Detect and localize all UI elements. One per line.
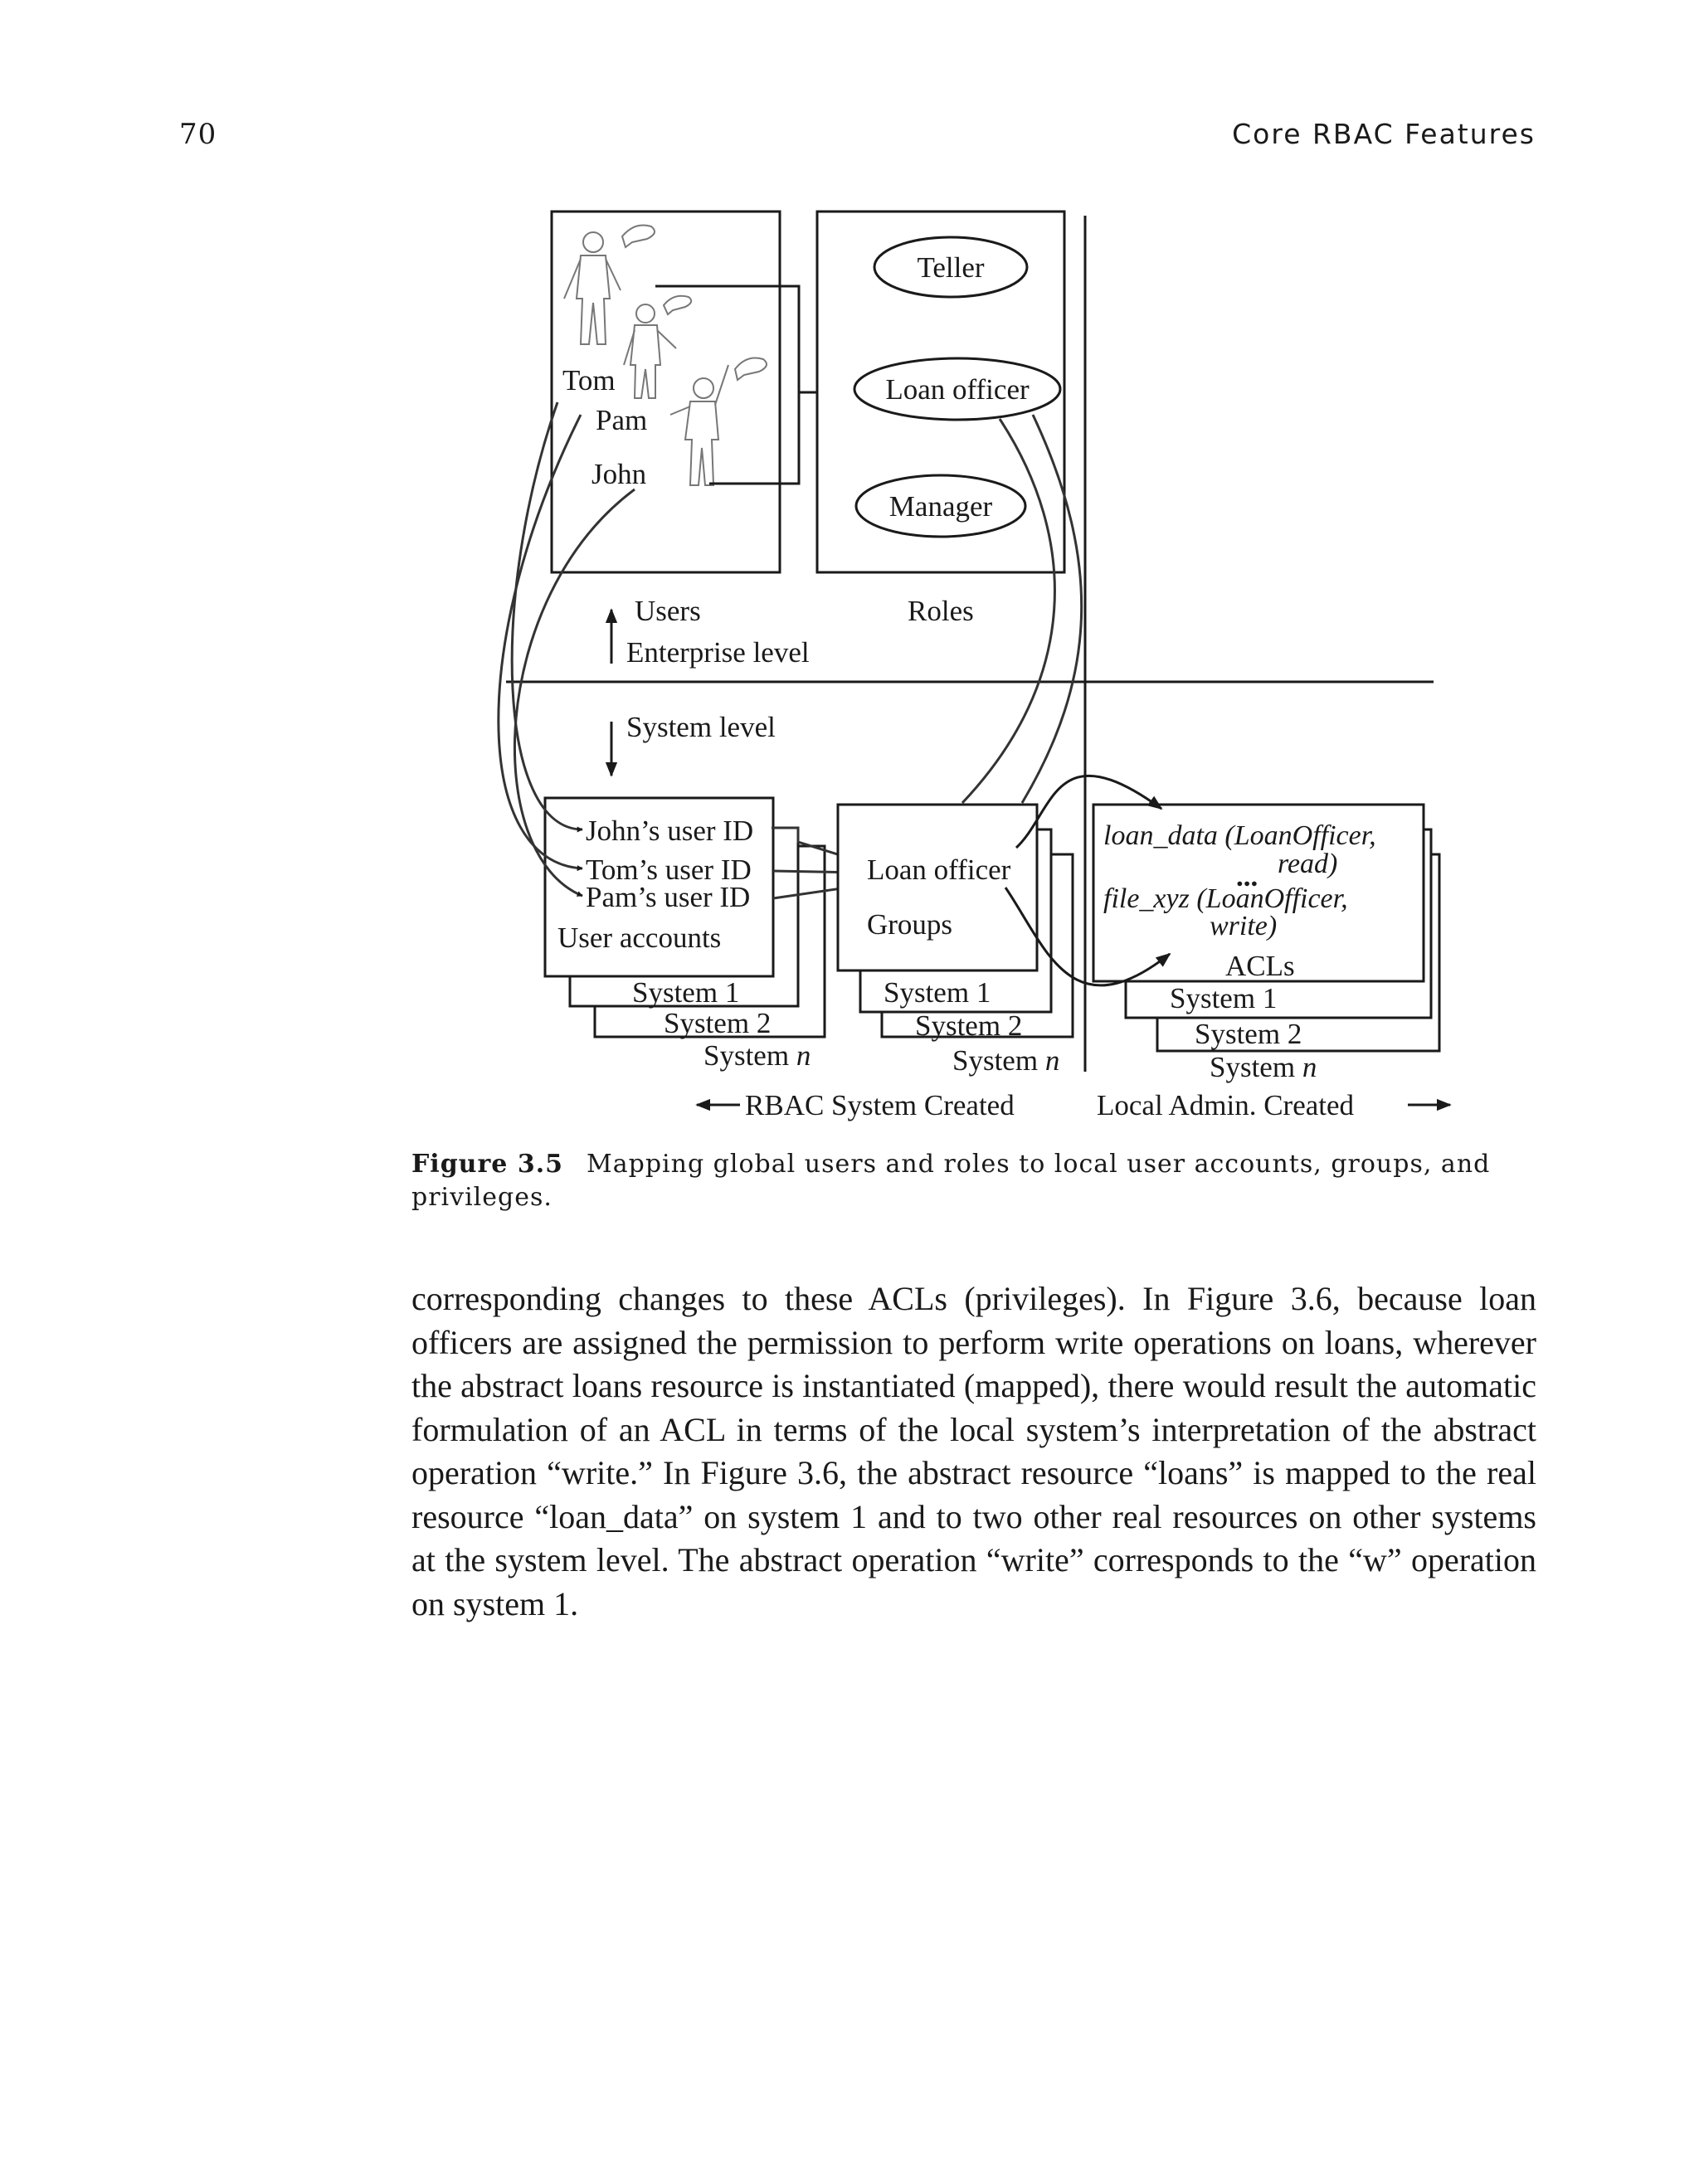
role-loan-officer-label: Loan officer bbox=[885, 373, 1030, 406]
role-teller-label: Teller bbox=[917, 251, 984, 284]
groups-system-n-label: System n bbox=[952, 1044, 1059, 1077]
user-accounts-system-n-label: System n bbox=[703, 1039, 811, 1072]
roles-label: Roles bbox=[908, 595, 974, 627]
role-teller bbox=[873, 236, 1029, 299]
user-to-role-bracket bbox=[655, 285, 801, 485]
user-name-tom: Tom bbox=[562, 364, 616, 396]
acl-line-4: write) bbox=[1210, 911, 1277, 941]
role-manager-label: Manager bbox=[889, 490, 993, 523]
user-name-john: John bbox=[591, 458, 646, 490]
users-label: Users bbox=[635, 595, 701, 627]
user-to-account-curves bbox=[497, 401, 635, 897]
group-loan-officer-label: Loan officer bbox=[867, 854, 1011, 886]
acls-label: ACLs bbox=[1225, 950, 1295, 982]
groups-system-1-label: System 1 bbox=[884, 976, 991, 1009]
user-id-pam: Pam’s user ID bbox=[586, 881, 750, 913]
acl-line-2: read) bbox=[1278, 849, 1337, 879]
acls-system-2-label: System 2 bbox=[1195, 1018, 1302, 1050]
system-level-label: System level bbox=[626, 711, 776, 743]
user-accounts-label: User accounts bbox=[557, 922, 721, 954]
user-id-tom: Tom’s user ID bbox=[586, 854, 752, 886]
acls-system-1-label: System 1 bbox=[1170, 982, 1277, 1014]
figure-3-5-diagram: Tom Pam John Teller Loan officer Manager… bbox=[497, 210, 1452, 1121]
user-accounts-system-2-label: System 2 bbox=[664, 1007, 771, 1039]
group-to-acl-curves bbox=[1004, 775, 1171, 987]
role-to-group-curves bbox=[961, 414, 1083, 805]
groups-label: Groups bbox=[867, 908, 952, 941]
role-manager bbox=[854, 474, 1027, 538]
acls-box bbox=[1092, 803, 1425, 983]
acl-ellipsis: ... bbox=[1236, 860, 1258, 893]
acl-line-1: loan_data (LoanOfficer, bbox=[1103, 820, 1376, 851]
users-box bbox=[550, 210, 781, 574]
caption-label: Figure 3.5 bbox=[411, 1150, 564, 1179]
rbac-created-label: RBAC System Created bbox=[745, 1089, 1015, 1121]
acl-line-3: file_xyz (LoanOfficer, bbox=[1103, 883, 1348, 914]
user-accounts-box bbox=[543, 796, 775, 978]
groups-system-2-label: System 2 bbox=[915, 1009, 1022, 1042]
acls-system-n-label: System n bbox=[1210, 1051, 1317, 1083]
caption-text: Mapping global users and roles to local … bbox=[411, 1150, 1491, 1212]
user-id-john: John’s user ID bbox=[586, 815, 753, 847]
user-figures-icon bbox=[563, 224, 767, 486]
role-loan-officer bbox=[853, 357, 1062, 421]
body-paragraph: corresponding changes to these ACLs (pri… bbox=[411, 1280, 1536, 1622]
local-created-label: Local Admin. Created bbox=[1097, 1089, 1355, 1121]
user-name-pam: Pam bbox=[596, 404, 647, 436]
running-head: Core RBAC Features bbox=[1232, 118, 1536, 150]
page-number: 70 bbox=[179, 118, 217, 151]
user-accounts-system-1-label: System 1 bbox=[632, 976, 739, 1009]
groups-box bbox=[836, 803, 1039, 972]
enterprise-level-label: Enterprise level bbox=[626, 636, 810, 669]
